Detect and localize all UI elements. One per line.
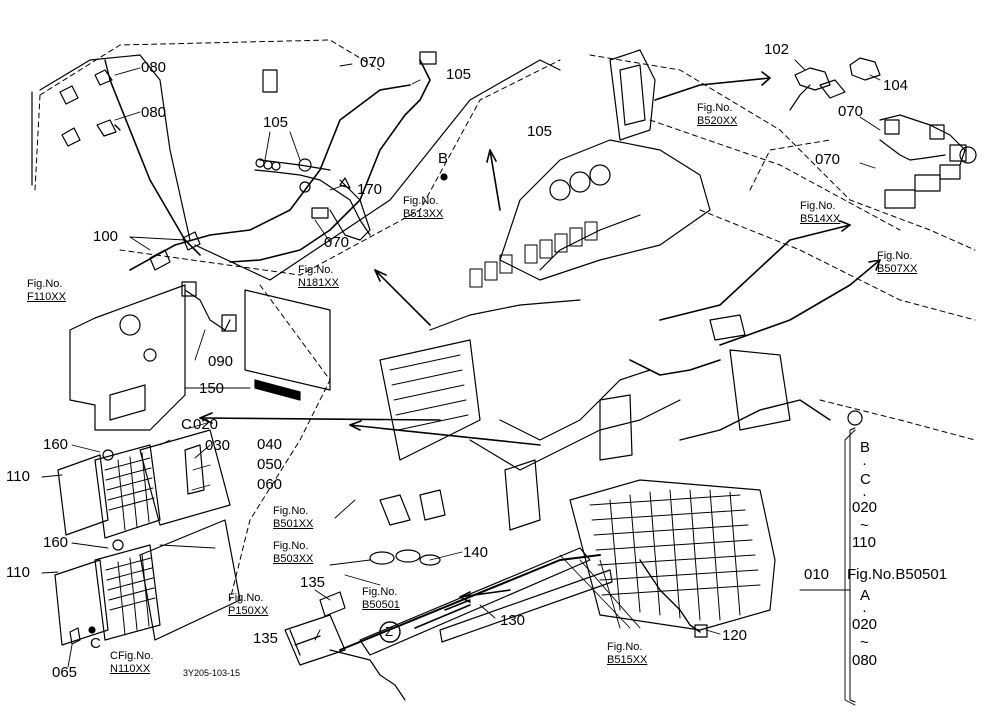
legend-110: 110 [852, 534, 876, 551]
legend-tilde: ~ [860, 517, 869, 534]
fig-ref-b514xx: Fig.No.B514XX [800, 200, 841, 225]
part-label-c: C [90, 635, 101, 652]
fig-ref-b503xx: Fig.No.B503XX [273, 540, 314, 565]
part-label-b: B [438, 150, 449, 167]
part-label-080: 080 [141, 59, 167, 76]
legend-010: 010 [804, 566, 830, 583]
part-label-090: 090 [208, 353, 234, 370]
part-label-160: 160 [43, 534, 69, 551]
part-label-z: Z [385, 624, 393, 639]
part-label-105: 105 [446, 66, 472, 83]
part-label-105: 105 [527, 123, 553, 140]
part-label-110: 110 [6, 564, 30, 581]
legend-a: A [860, 587, 871, 604]
part-label-c: C [181, 416, 192, 433]
part-label-170: 170 [357, 181, 383, 198]
part-label-060: 060 [257, 476, 283, 493]
part-label-065: 065 [52, 664, 78, 681]
part-label-070: 070 [838, 103, 864, 120]
legend-b: B [860, 439, 871, 456]
part-label-070: 070 [324, 234, 350, 251]
part-label-105: 105 [263, 114, 289, 131]
part-label-040: 040 [257, 436, 283, 453]
fig-ref-b507xx: Fig.No.B507XX [877, 250, 918, 275]
drawing-code: 3Y205-103-15 [183, 668, 241, 678]
fig-ref-b50501: Fig.No.B50501 [362, 586, 400, 611]
part-label-160: 160 [43, 436, 69, 453]
legend-080: 080 [852, 652, 878, 669]
legend-fig-b50501: Fig.No.B50501 [847, 566, 948, 583]
part-label-070: 070 [360, 54, 386, 71]
fig-ref-f110xx: Fig.No.F110XX [27, 278, 66, 303]
legend-dot: · [862, 455, 867, 472]
fig-ref-n181xx: Fig.No.N181XX [298, 264, 339, 289]
part-label-080: 080 [141, 104, 167, 121]
part-label-020: 020 [193, 416, 219, 433]
fig-ref-b513xx: Fig.No.B513XX [403, 195, 444, 220]
legend-dot: · [862, 602, 867, 619]
part-label-100: 100 [93, 228, 119, 245]
part-label-120: 120 [722, 627, 748, 644]
fig-ref-n110xx: CFig.No.N110XX [110, 650, 154, 675]
legend-020: 020 [852, 499, 878, 516]
part-label-135: 135 [253, 630, 279, 647]
legend-dot: · [862, 486, 867, 503]
part-label-070: 070 [815, 151, 841, 168]
part-label-104: 104 [883, 77, 909, 94]
fig-ref-b520xx: Fig.No.B520XX [697, 102, 738, 127]
part-label-110: 110 [6, 468, 30, 485]
part-label-135: 135 [300, 574, 326, 591]
part-label-130: 130 [500, 612, 526, 629]
fig-ref-b501xx: Fig.No.B501XX [273, 505, 314, 530]
part-label-030: 030 [205, 437, 231, 454]
fig-ref-p150xx: Fig.No.P150XX [228, 592, 269, 617]
part-label-102: 102 [764, 41, 790, 58]
part-label-140: 140 [463, 544, 489, 561]
legend-tilde: ~ [860, 634, 869, 651]
part-label-050: 050 [257, 456, 283, 473]
legend-020: 020 [852, 616, 878, 633]
part-label-150: 150 [199, 380, 225, 397]
legend-c: C [860, 471, 871, 488]
fig-ref-b515xx: Fig.No.B515XX [607, 641, 648, 666]
